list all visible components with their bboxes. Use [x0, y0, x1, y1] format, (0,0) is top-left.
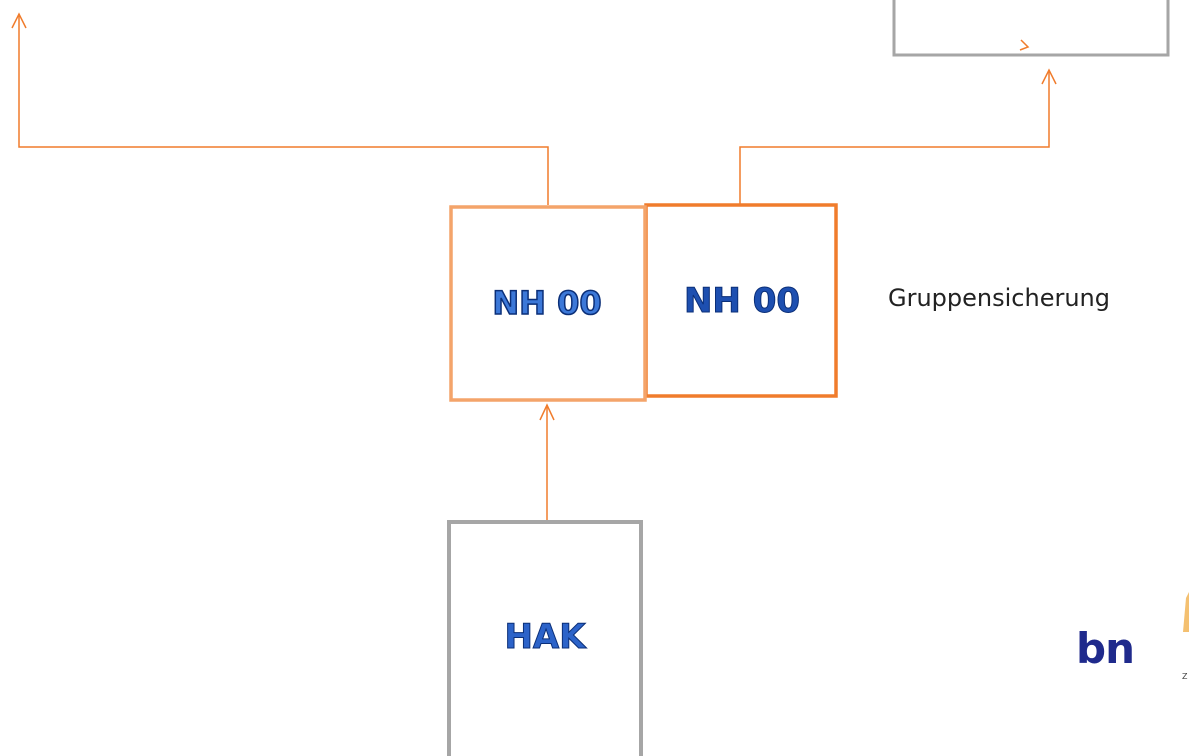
bn-logo: bn Z [1074, 600, 1189, 681]
arrowhead-hak-to-nh [539, 403, 555, 421]
logo-text: bn [1076, 624, 1135, 673]
nh-left-box [449, 205, 647, 402]
hak-label: HAK [504, 617, 586, 658]
connector-lines [11, 12, 1057, 521]
hak-box [447, 520, 643, 756]
top-right-box [892, 0, 1170, 57]
nh-left-label: NH 00 [492, 283, 603, 323]
nh-right-label: NH 00 [683, 281, 801, 322]
group-fuse-annotation: Gruppensicherung [888, 284, 1110, 312]
arrowhead-top-left [11, 12, 27, 29]
connector-left-branch [18, 14, 549, 205]
logo-subtext: Z [1182, 672, 1188, 680]
arrowhead-top-right [1041, 68, 1057, 85]
connector-right-branch [739, 70, 1050, 205]
arrowhead-inside-box [1019, 39, 1030, 51]
logo-accent [1183, 592, 1189, 632]
